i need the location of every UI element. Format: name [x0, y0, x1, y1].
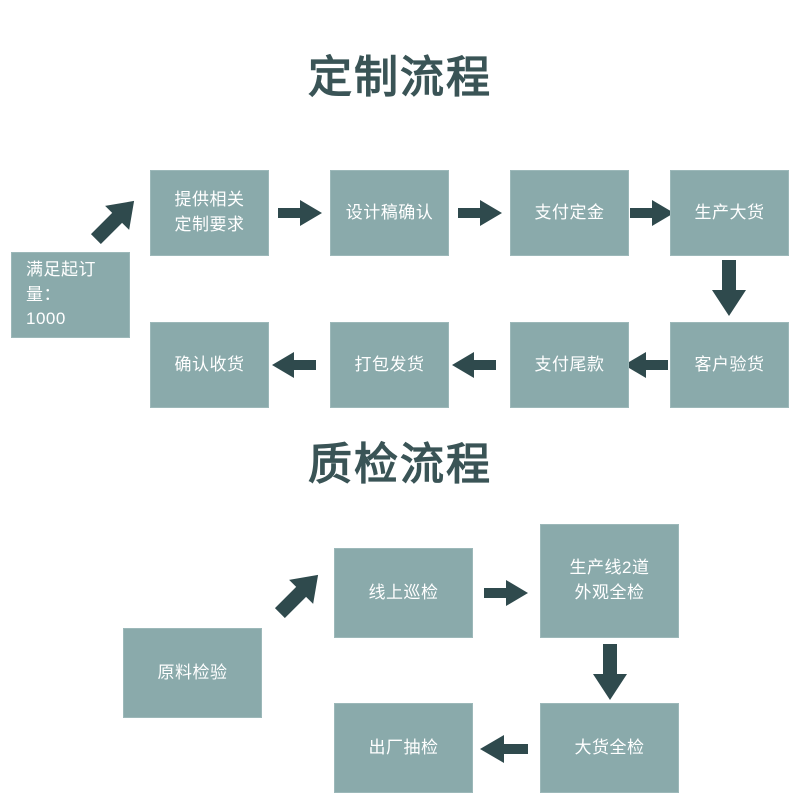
node-line2-appearance-check[interactable]: 生产线2道 外观全检 [540, 524, 679, 638]
arrow-raw-to-patrol [270, 570, 328, 618]
node-deposit[interactable]: 支付定金 [510, 170, 629, 256]
node-balance-payment[interactable]: 支付尾款 [510, 322, 629, 408]
node-bulk-full-check[interactable]: 大货全检 [540, 703, 679, 793]
arrow-packing-to-receipt [272, 351, 316, 379]
node-confirm-receipt[interactable]: 确认收货 [150, 322, 269, 408]
node-design[interactable]: 设计稿确认 [330, 170, 449, 256]
arrow-design-to-deposit [458, 199, 502, 227]
arrow-production-to-inspection [711, 260, 747, 316]
arrow-bulk-to-factory [480, 734, 528, 764]
arrow-patrol-to-line2 [484, 579, 528, 607]
node-requirements[interactable]: 提供相关 定制要求 [150, 170, 269, 256]
arrow-balance-to-packing [452, 351, 496, 379]
node-online-patrol[interactable]: 线上巡检 [334, 548, 473, 638]
node-customer-inspection[interactable]: 客户验货 [670, 322, 789, 408]
arrow-deposit-to-production [630, 199, 674, 227]
arrow-moq-to-requirements [86, 196, 144, 244]
section-title-customization: 定制流程 [308, 53, 492, 102]
section-title-quality-control: 质检流程 [308, 440, 492, 489]
arrow-requirements-to-design [278, 199, 322, 227]
arrow-line2-to-bulk [592, 644, 628, 700]
arrow-inspection-to-balance [624, 351, 668, 379]
node-raw-material[interactable]: 原料检验 [123, 628, 262, 718]
node-factory-sample-check[interactable]: 出厂抽检 [334, 703, 473, 793]
node-production[interactable]: 生产大货 [670, 170, 789, 256]
node-packing-shipping[interactable]: 打包发货 [330, 322, 449, 408]
node-moq[interactable]: 满足起订量： 1000 [11, 252, 130, 338]
